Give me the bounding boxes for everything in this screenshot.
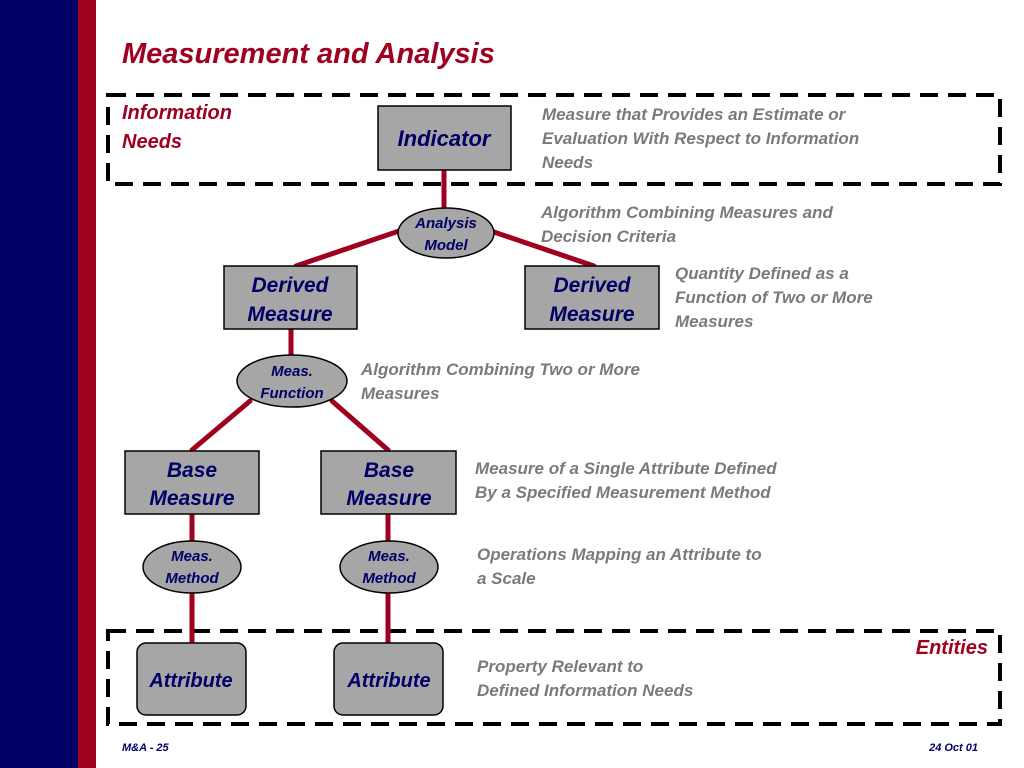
attribute-description-line-1: Property Relevant to <box>477 657 644 676</box>
attribute-description: Property Relevant to Defined Information… <box>477 655 693 703</box>
indicator-description-line-1: Measure that Provides an Estimate or <box>542 105 846 124</box>
indicator-description-line-2: Evaluation With Respect to Information <box>542 129 860 148</box>
base-measure-description: Measure of a Single Attribute Defined By… <box>475 457 777 505</box>
meas-function-line-1: Meas. <box>271 363 313 380</box>
base-measure-right-line-2: Measure <box>346 487 432 510</box>
analysis-model-description-line-2: Decision Criteria <box>541 227 677 246</box>
analysis-model-node: Analysis Model <box>397 207 495 259</box>
meas-function-description-line-2: Measures <box>361 384 440 403</box>
derived-measure-description: Quantity Defined as a Function of Two or… <box>675 262 873 334</box>
attribute-left-label: Attribute <box>148 670 232 692</box>
meas-method-right-line-1: Meas. <box>368 548 410 565</box>
base-measure-right-line-1: Base <box>364 459 415 482</box>
derived-measure-left-line-1: Derived <box>251 274 329 297</box>
meas-method-right-line-2: Method <box>362 570 416 587</box>
analysis-model-line-2: Model <box>424 237 468 254</box>
analysis-model-line-1: Analysis <box>414 215 477 232</box>
analysis-model-description: Algorithm Combining Measures and Decisio… <box>541 201 833 249</box>
entities-frame <box>106 629 1002 726</box>
base-measure-description-line-2: By a Specified Measurement Method <box>475 483 771 502</box>
footer-date: 24 Oct 01 <box>929 742 978 754</box>
meas-function-line-2: Function <box>260 385 323 402</box>
meas-method-left-line-2: Method <box>165 570 219 587</box>
derived-measure-left-line-2: Measure <box>247 303 333 326</box>
meas-method-left-line-1: Meas. <box>171 548 213 565</box>
attribute-description-line-2: Defined Information Needs <box>477 681 694 700</box>
base-measure-left-line-2: Measure <box>149 487 235 510</box>
connector-analysis-derived-left <box>293 227 405 269</box>
derived-measure-right-node: Derived Measure <box>524 265 660 330</box>
connector-analysis-derived-right <box>485 227 597 269</box>
derived-measure-description-line-1: Quantity Defined as a <box>675 264 849 283</box>
derived-measure-description-line-2: Function of Two or More <box>675 288 873 307</box>
derived-measure-left-node: Derived Measure <box>223 265 358 330</box>
analysis-model-description-line-1: Algorithm Combining Measures and <box>541 203 833 222</box>
attribute-right-label: Attribute <box>346 670 430 692</box>
attribute-left-node: Attribute <box>136 642 247 716</box>
base-measure-left-line-1: Base <box>167 459 218 482</box>
meas-method-right-node: Meas. Method <box>339 540 439 594</box>
information-needs-label: Information Needs <box>122 99 232 157</box>
attribute-right-node: Attribute <box>333 642 444 716</box>
information-needs-frame <box>106 93 1002 186</box>
information-needs-line-2: Needs <box>122 131 183 153</box>
connector-function-base-right <box>329 398 391 453</box>
meas-method-description: Operations Mapping an Attribute to a Sca… <box>477 543 762 591</box>
connector-function-base-left <box>189 398 253 453</box>
base-measure-left-node: Base Measure <box>124 450 260 515</box>
derived-measure-description-line-3: Measures <box>675 312 754 331</box>
footer-slide-number: M&A - 25 <box>122 742 169 754</box>
base-measure-right-node: Base Measure <box>320 450 457 515</box>
meas-method-description-line-1: Operations Mapping an Attribute to <box>477 545 762 564</box>
meas-method-description-line-2: a Scale <box>477 569 536 588</box>
meas-function-node: Meas. Function <box>236 354 348 408</box>
derived-measure-right-line-1: Derived <box>553 274 631 297</box>
page-title: Measurement and Analysis <box>122 38 495 70</box>
indicator-node: Indicator <box>377 105 512 171</box>
left-navy-bar <box>0 0 78 768</box>
derived-measure-right-line-2: Measure <box>549 303 635 326</box>
meas-function-description: Algorithm Combining Two or More Measures <box>361 358 640 406</box>
entities-label: Entities <box>915 637 988 659</box>
indicator-description: Measure that Provides an Estimate or Eva… <box>542 103 859 175</box>
indicator-label: Indicator <box>398 126 492 151</box>
meas-function-description-line-1: Algorithm Combining Two or More <box>361 360 640 379</box>
left-red-bar <box>78 0 96 768</box>
information-needs-line-1: Information <box>122 102 232 124</box>
meas-method-left-node: Meas. Method <box>142 540 242 594</box>
base-measure-description-line-1: Measure of a Single Attribute Defined <box>475 459 777 478</box>
indicator-description-line-3: Needs <box>542 153 594 172</box>
